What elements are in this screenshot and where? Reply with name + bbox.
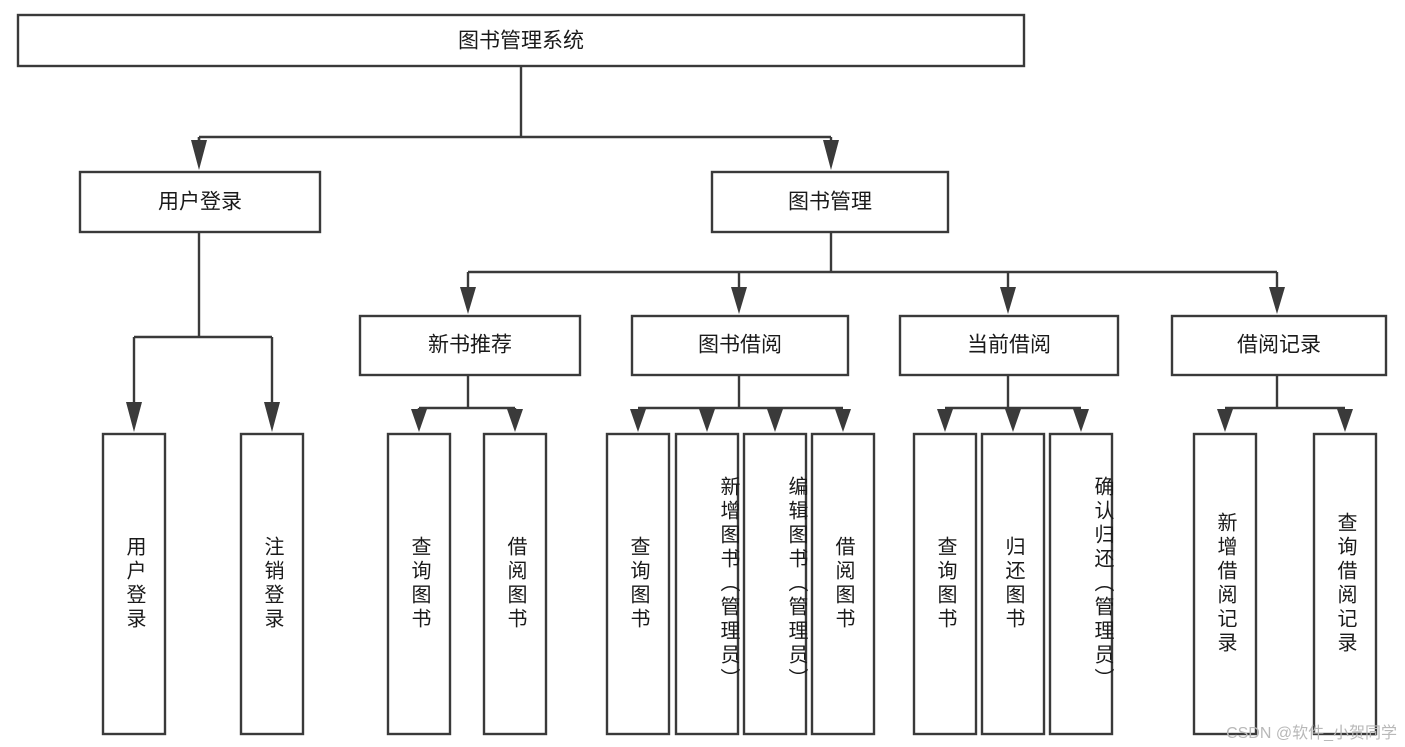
connector-group-user-login (126, 232, 280, 432)
node-leaf-return-book-box[interactable] (980, 432, 1046, 736)
node-leaf-borrow-book-2-box[interactable] (810, 432, 876, 736)
node-book-manage-box[interactable] (710, 170, 950, 234)
connector-group-root (191, 66, 839, 170)
node-leaf-query-book-3-box[interactable] (912, 432, 978, 736)
arrowhead-leaf-return-book (1005, 409, 1021, 432)
arrowhead-leaf-query-book-3 (937, 409, 953, 432)
node-leaf-confirm-return[interactable] (1048, 432, 1114, 736)
node-root-label: 图书管理系统 (458, 30, 584, 53)
node-user-login-box[interactable] (78, 170, 322, 234)
node-new-book-rec-box[interactable] (358, 314, 582, 377)
arrowhead-leaf-borrow-book-2 (835, 409, 851, 432)
node-leaf-query-book-1[interactable] (386, 432, 452, 736)
node-leaf-borrow-book-1-box[interactable] (482, 432, 548, 736)
arrowhead-leaf-borrow-book-1 (507, 409, 523, 432)
arrowhead-borrow-record (1269, 287, 1285, 314)
arrowhead-current-borrow (1000, 287, 1016, 314)
arrowhead-leaf-logout (264, 402, 280, 432)
node-borrow-record-label: 借阅记录 (1237, 334, 1321, 357)
connector-group-new-book-rec (411, 375, 523, 432)
node-leaf-add-book-box[interactable] (674, 432, 740, 736)
arrowhead-leaf-user-login (126, 402, 142, 432)
arrowhead-leaf-edit-book (767, 409, 783, 432)
node-current-borrow-box[interactable] (898, 314, 1120, 377)
node-root-box[interactable] (16, 13, 1026, 68)
node-leaf-query-book-2[interactable] (605, 432, 671, 736)
node-new-book-rec[interactable]: 新书推荐 (358, 314, 582, 377)
arrowhead-leaf-add-book (699, 409, 715, 432)
node-leaf-borrow-book-2[interactable] (810, 432, 876, 736)
arrowhead-leaf-add-record (1217, 409, 1233, 432)
node-user-login-label: 用户登录 (158, 191, 242, 214)
node-book-borrow-box[interactable] (630, 314, 850, 377)
node-borrow-record[interactable]: 借阅记录 (1170, 314, 1388, 377)
node-leaf-confirm-return-box[interactable] (1048, 432, 1114, 736)
node-current-borrow-label: 当前借阅 (967, 334, 1051, 357)
node-book-manage-label: 图书管理 (788, 191, 872, 214)
arrowhead-leaf-query-record (1337, 409, 1353, 432)
csdn-watermark: CSDN @软件_小贺同学 (1226, 725, 1397, 742)
node-leaf-add-record-box[interactable] (1192, 432, 1258, 736)
node-leaf-borrow-book-1[interactable] (482, 432, 548, 736)
node-leaf-query-book-3[interactable] (912, 432, 978, 736)
node-book-manage[interactable]: 图书管理 (710, 170, 950, 234)
node-root[interactable]: 图书管理系统 (16, 13, 1026, 68)
connector-group-current-borrow (937, 375, 1089, 432)
node-leaf-edit-book[interactable] (742, 432, 808, 736)
connector-group-book-manage (460, 232, 1285, 314)
arrowhead-leaf-query-book-1 (411, 409, 427, 432)
node-leaf-logout[interactable] (239, 432, 305, 736)
node-new-book-rec-label: 新书推荐 (428, 334, 512, 357)
node-user-login[interactable]: 用户登录 (78, 170, 322, 234)
arrowhead-user-login (191, 140, 207, 170)
node-book-borrow-label: 图书借阅 (698, 334, 782, 357)
connector-group-book-borrow (630, 375, 851, 432)
node-borrow-record-box[interactable] (1170, 314, 1388, 377)
node-leaf-user-login[interactable] (101, 432, 167, 736)
arrowhead-new-book-rec (460, 287, 476, 314)
node-leaf-query-record[interactable] (1312, 432, 1378, 736)
node-book-borrow[interactable]: 图书借阅 (630, 314, 850, 377)
node-current-borrow[interactable]: 当前借阅 (898, 314, 1120, 377)
node-leaf-query-book-1-box[interactable] (386, 432, 452, 736)
node-leaf-query-record-box[interactable] (1312, 432, 1378, 736)
node-leaf-add-book[interactable] (674, 432, 740, 736)
node-leaf-return-book[interactable] (980, 432, 1046, 736)
arrowhead-book-manage (823, 140, 839, 170)
node-leaf-logout-box[interactable] (239, 432, 305, 736)
node-leaf-user-login-box[interactable] (101, 432, 167, 736)
node-leaf-edit-book-box[interactable] (742, 432, 808, 736)
node-leaf-add-record[interactable] (1192, 432, 1258, 736)
connector-group-borrow-record (1217, 375, 1353, 432)
arrowhead-leaf-confirm-return (1073, 409, 1089, 432)
arrowhead-book-borrow (731, 287, 747, 314)
arrowhead-leaf-query-book-2 (630, 409, 646, 432)
node-leaf-query-book-2-box[interactable] (605, 432, 671, 736)
